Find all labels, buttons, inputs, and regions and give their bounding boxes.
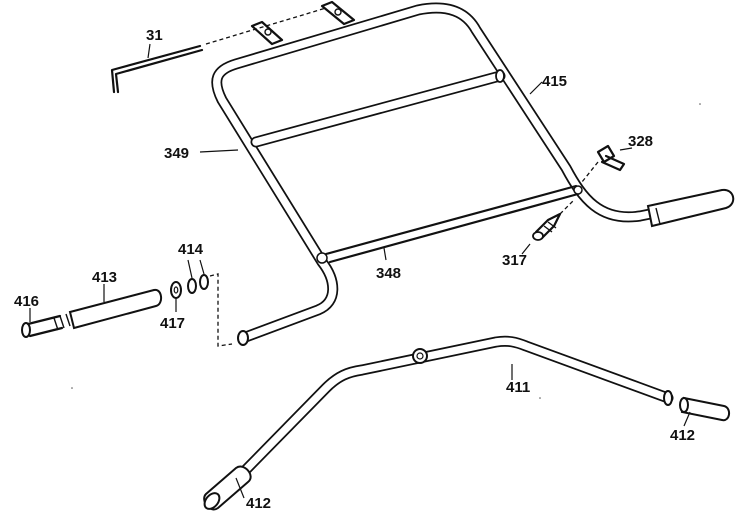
grip-412-lower xyxy=(203,465,252,511)
wing-nut-328 xyxy=(581,144,633,183)
label-348: 348 xyxy=(376,265,401,282)
label-31: 31 xyxy=(146,27,163,44)
scan-dot xyxy=(699,103,701,105)
upper-handle-frame xyxy=(211,2,735,346)
label-317: 317 xyxy=(502,252,527,269)
bolt-317 xyxy=(521,199,575,255)
cross-bar-348 xyxy=(316,184,583,264)
label-412-lower: 412 xyxy=(246,495,271,512)
grip-412-upper xyxy=(679,396,730,427)
label-412-upper: 412 xyxy=(670,427,695,444)
leader-415 xyxy=(529,81,543,95)
nut-414 xyxy=(187,259,233,347)
label-416: 416 xyxy=(14,293,39,310)
label-415: 415 xyxy=(542,73,567,90)
top-brackets xyxy=(205,0,356,46)
leader-349 xyxy=(199,149,239,153)
label-411: 411 xyxy=(506,379,530,396)
leader-348 xyxy=(383,247,387,261)
pin-31 xyxy=(110,43,204,94)
lower-handle-411 xyxy=(220,335,674,496)
label-328: 328 xyxy=(628,133,653,150)
label-417: 417 xyxy=(160,315,185,332)
washer-417 xyxy=(170,281,182,312)
sleeve-413 xyxy=(68,284,162,330)
label-349: 349 xyxy=(164,145,189,162)
scan-dot xyxy=(71,387,73,389)
scan-dot xyxy=(539,397,541,399)
cross-bar-upper xyxy=(250,69,506,148)
label-413: 413 xyxy=(92,269,117,286)
label-414: 414 xyxy=(178,241,204,258)
bolt-416 xyxy=(21,308,77,338)
